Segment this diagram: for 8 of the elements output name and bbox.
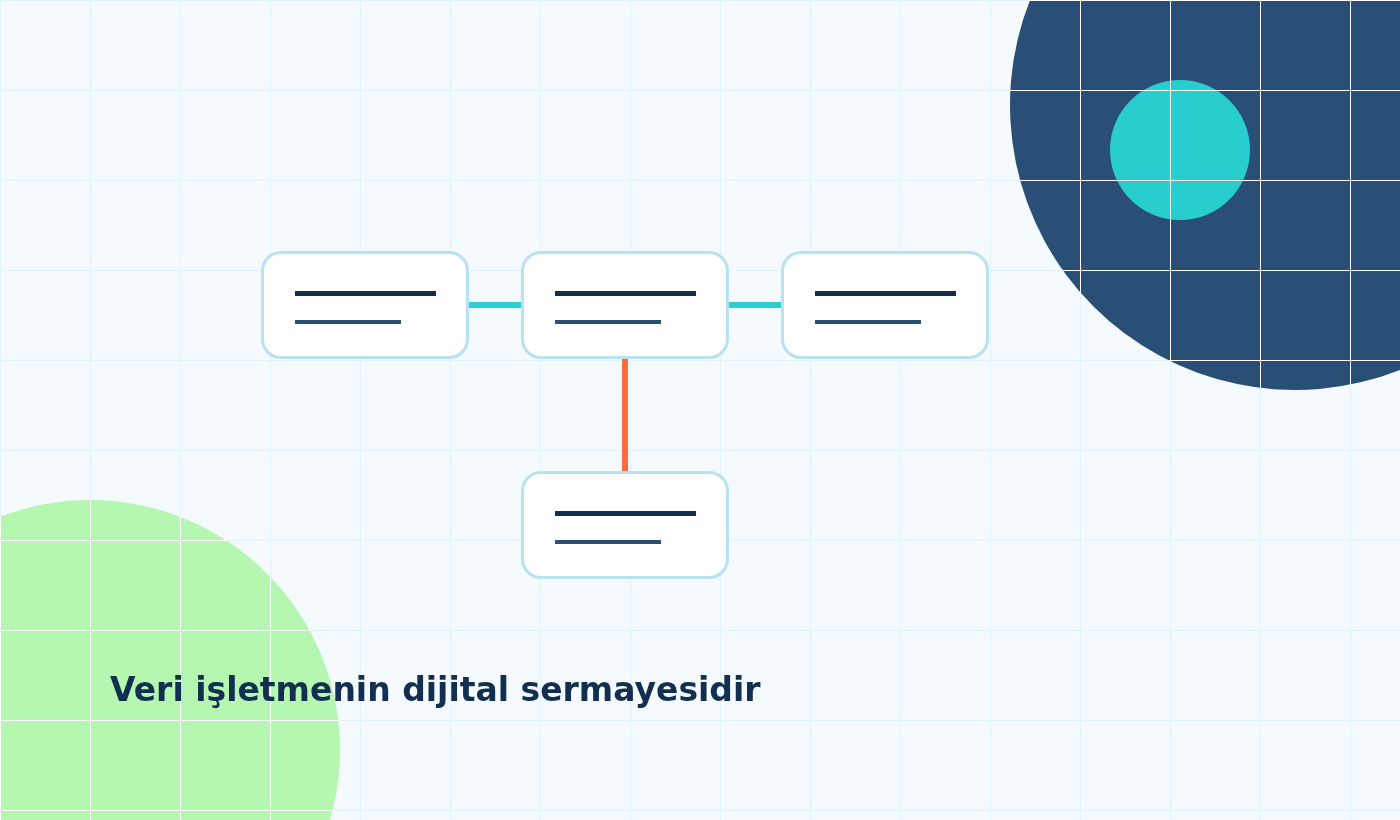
connector-line xyxy=(469,302,521,308)
card xyxy=(521,471,729,579)
title: Veri işletmenin dijital sermayesidir xyxy=(110,670,761,710)
card xyxy=(261,251,469,359)
card xyxy=(521,251,729,359)
card xyxy=(781,251,989,359)
connector-line xyxy=(622,359,628,471)
connector-line xyxy=(729,302,781,308)
